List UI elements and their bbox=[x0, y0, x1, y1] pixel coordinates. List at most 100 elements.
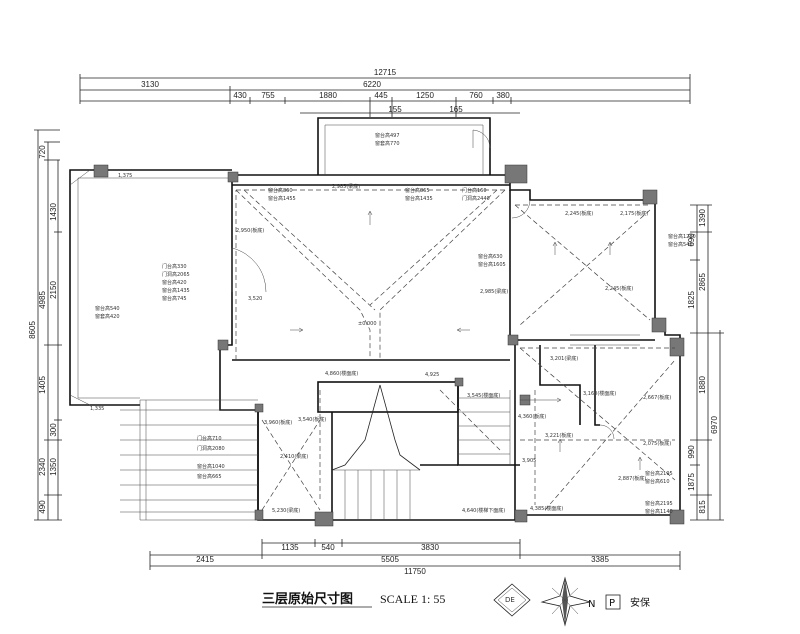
dim-right-c1-0: 1390 bbox=[698, 209, 707, 227]
dim-right-c2-1: 990 bbox=[687, 445, 696, 459]
dim-top-r2-1: 755 bbox=[261, 91, 275, 100]
note-right-b-0: 窗台高630 bbox=[478, 253, 503, 260]
note-left-door-0: 门台高330 bbox=[162, 263, 187, 270]
note-mid-13: 2,075(板底) bbox=[643, 440, 671, 447]
note-right-a-0: 窗台高1280 bbox=[668, 233, 696, 240]
dim-left-overall: 8605 bbox=[28, 321, 37, 339]
note-upper-a-1: 窗台高1455 bbox=[268, 195, 296, 202]
note-mid-2: 4,925 bbox=[425, 372, 439, 378]
drawing-title: 三层原始尺寸图 bbox=[262, 591, 353, 607]
dim-bottom-r1-2: 3830 bbox=[421, 543, 439, 552]
north-arrow-icon bbox=[540, 576, 591, 627]
note-upper-c-1: 门洞高2440 bbox=[462, 195, 490, 202]
dim-top-r2-2: 1880 bbox=[319, 91, 337, 100]
dim-left-c2-3: 2340 bbox=[38, 458, 47, 476]
dim-left-c3-0: 1430 bbox=[49, 203, 58, 221]
dim-top-r3-1: 165 bbox=[449, 105, 463, 114]
dim-top-r2-3: 445 bbox=[374, 91, 388, 100]
dim-right-c1-3: 815 bbox=[698, 500, 707, 514]
note-mid-7: 3,201(梁底) bbox=[550, 355, 578, 362]
note-low-right-1: 窗台高610 bbox=[645, 478, 670, 485]
note-mid-3: 3,545(楼面底) bbox=[467, 392, 500, 399]
note-upper-b-0: 窗台高865 bbox=[405, 187, 430, 194]
note-mid-4: 3,960(板底) bbox=[264, 419, 292, 426]
dim-left-c3-2: 300 bbox=[49, 423, 58, 437]
dim-right-c2-0: 690 bbox=[687, 233, 696, 247]
note-mid-14: 2,887(板底) bbox=[618, 475, 646, 482]
title-block: 三层原始尺寸图 SCALE 1: 55 DE N P 安保 bbox=[262, 576, 650, 627]
note-low-door-0: 门台高710 bbox=[197, 435, 222, 442]
dim-top-r2-4: 1250 bbox=[416, 91, 434, 100]
north-label: N bbox=[588, 599, 595, 610]
note-low-2: 4,640(楼梯下面底) bbox=[462, 507, 505, 514]
note-mid-9: 4,360(板底) bbox=[518, 413, 546, 420]
note-low-right-3: 窗台高1140 bbox=[645, 508, 673, 515]
note-left-door-2: 窗台高420 bbox=[162, 279, 187, 286]
note-mid-10: 3,221(板底) bbox=[545, 432, 573, 439]
note-right-a-1: 窗台高540 bbox=[668, 241, 693, 248]
dim-left-c2-1: 4985 bbox=[38, 291, 47, 309]
note-ceiling-1: 2,985(梁底) bbox=[332, 183, 360, 190]
bottom-dimension-chain: 1135 540 3830 2415 5505 3385 11750 bbox=[149, 539, 681, 576]
note-right-b-1: 窗台高1605 bbox=[478, 261, 506, 268]
note-upper-a-0: 窗台高860 bbox=[268, 187, 293, 194]
note-level-1: 3,520 bbox=[248, 296, 262, 302]
note-ceiling-5: 2,245(板底) bbox=[605, 285, 633, 292]
right-dimension-chain: 1390 2865 1880 815 1825 690 990 1875 697… bbox=[687, 204, 724, 521]
note-left-door-3: 窗台高1435 bbox=[162, 287, 190, 294]
dim-bottom-r2-0: 2415 bbox=[196, 555, 214, 564]
note-low-door-2: 窗台高1040 bbox=[197, 463, 225, 470]
company-logo-icon: DE bbox=[493, 583, 531, 617]
note-ceiling-3: 2,245(板底) bbox=[565, 210, 593, 217]
note-left-window-1: 窗套高420 bbox=[95, 313, 120, 320]
note-left-door-1: 门洞高2065 bbox=[162, 271, 190, 278]
structural-columns bbox=[93, 164, 685, 527]
note-mid-1: 4,860(楼面底) bbox=[325, 370, 358, 377]
dim-top-r3-0: 155 bbox=[388, 105, 402, 114]
note-top-door-0: 窗台高497 bbox=[375, 132, 400, 139]
left-dimension-chain: 8605 720 4985 1405 2340 490 1430 2150 30… bbox=[28, 129, 62, 521]
logo-text: DE bbox=[505, 596, 515, 604]
beam-lines bbox=[235, 189, 676, 511]
dim-right-c1-4: 1825 bbox=[687, 291, 696, 309]
note-left-door-4: 窗台高745 bbox=[162, 295, 187, 302]
dim-right-overall: 6970 bbox=[710, 416, 719, 434]
note-level-main: ±0.000 bbox=[358, 321, 377, 327]
dim-overall-top: 12715 bbox=[374, 68, 397, 77]
dim-left-c2-4: 490 bbox=[38, 500, 47, 514]
dim-bottom-r2-1: 5505 bbox=[381, 555, 399, 564]
p-label: P bbox=[609, 598, 615, 609]
dim-top-seg-b: 6220 bbox=[363, 80, 381, 89]
top-dimension-chain: 12715 3130 6220 430 755 1880 445 1250 76… bbox=[79, 68, 691, 117]
room-annotations: 窗台高497 窗套高770 2,985(梁底) 2,950(板底) 2,245(… bbox=[90, 132, 696, 515]
note-top-door-1: 窗套高770 bbox=[375, 140, 400, 147]
note-low-door-3: 窗台高665 bbox=[197, 473, 222, 480]
note-step-1: 1,375 bbox=[118, 173, 132, 179]
dim-bottom-r1-0: 1135 bbox=[281, 543, 299, 552]
note-mid-8: 3,160(楼面底) bbox=[583, 390, 616, 397]
note-mid-11: 3,905 bbox=[522, 458, 536, 464]
note-upper-b-1: 窗台高1435 bbox=[405, 195, 433, 202]
doors bbox=[231, 129, 615, 440]
note-left-window-0: 窗台高540 bbox=[95, 305, 120, 312]
dim-left-c2-2: 1405 bbox=[38, 376, 47, 394]
note-low-right-2: 窗台高2195 bbox=[645, 500, 673, 507]
note-ceiling-4: 2,175(板底) bbox=[620, 210, 648, 217]
dim-right-c2-2: 1875 bbox=[687, 473, 696, 491]
note-mid-6: 2,410(梁底) bbox=[280, 453, 308, 460]
dim-top-r2-6: 380 bbox=[496, 91, 510, 100]
dim-right-c1-2: 1880 bbox=[698, 376, 707, 394]
dim-left-c3-1: 2150 bbox=[49, 281, 58, 299]
note-low-door-1: 门洞高2080 bbox=[197, 445, 225, 452]
dim-left-c2-0: 720 bbox=[38, 145, 47, 159]
note-low-1: 5,230(梁底) bbox=[272, 507, 300, 514]
note-mid-12: 2,667(板底) bbox=[643, 394, 671, 401]
drawing-scale: SCALE 1: 55 bbox=[380, 592, 445, 606]
note-ceiling-2: 2,950(板底) bbox=[236, 227, 264, 234]
note-step-2: 1,335 bbox=[90, 406, 104, 412]
dim-bottom-overall: 11750 bbox=[404, 567, 426, 576]
dim-top-r2-0: 430 bbox=[233, 91, 247, 100]
company-name: 安保 bbox=[630, 596, 650, 609]
note-low-right-0: 窗台高2195 bbox=[645, 470, 673, 477]
